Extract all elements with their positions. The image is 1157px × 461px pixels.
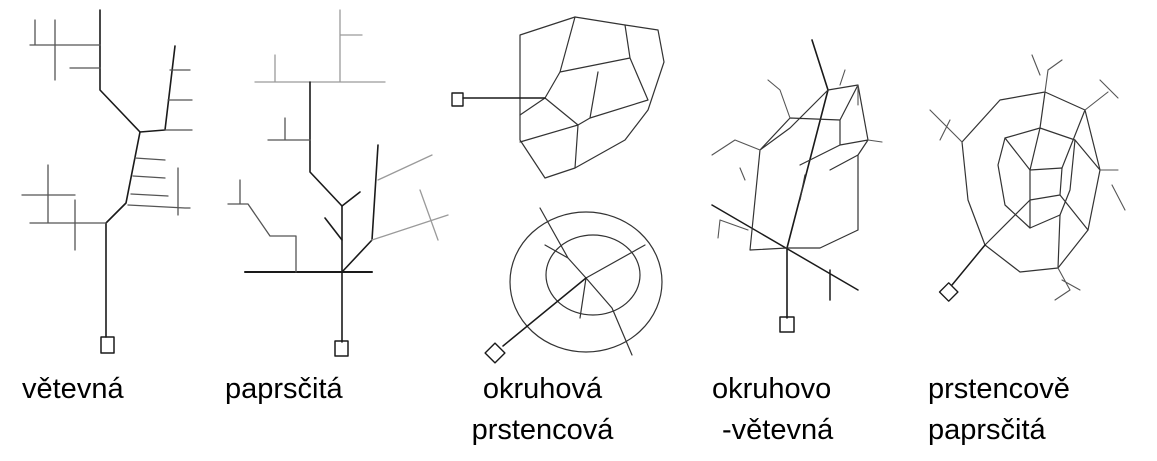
prstencove-spokes — [984, 91, 1101, 269]
diagram-okruhova — [451, 16, 665, 179]
diagram-okruhovo-vetevna — [711, 39, 883, 333]
label-paprscita: paprsčitá — [225, 373, 343, 405]
vetevna-right-branch-ticks — [164, 69, 193, 131]
prstencove-source-diamond — [938, 282, 959, 302]
okruhova-outer-loop — [519, 16, 665, 179]
label-okruhovo-line1: okruhovo — [712, 373, 832, 405]
paprscita-light-top — [254, 9, 386, 83]
vetevna-source-square — [100, 336, 115, 354]
vetevna-middle-branches — [127, 157, 191, 216]
okruhovo-source-square — [779, 316, 795, 333]
prstencova-outer-ring — [509, 211, 663, 353]
prstencove-feeder — [951, 244, 986, 286]
vetevna-upper-left-branch — [29, 19, 101, 81]
paprscita-left-top — [267, 117, 311, 141]
paprscita-trunk — [309, 81, 343, 343]
paprscita-right-branch — [371, 154, 449, 241]
okruhovo-trunk — [786, 39, 829, 319]
vetevna-main-trunk — [105, 45, 176, 338]
paprscita-diagonal — [324, 144, 379, 273]
diagram-paprscita — [227, 9, 449, 357]
label-okruhova-line1: okruhová — [482, 373, 603, 405]
prstencova-feeder — [502, 277, 587, 347]
vetevna-left-branch — [21, 164, 107, 251]
paprscita-left-branch — [227, 179, 297, 273]
label-vetevna: větevná — [22, 373, 124, 405]
label-okruhovo-line2: -větevná — [722, 414, 834, 446]
prstencove-outer-branches — [929, 54, 1126, 301]
label-okruhova-line2: prstencová — [471, 414, 614, 446]
prstencova-source-diamond — [484, 342, 506, 364]
prstencove-outer-ring — [961, 91, 1101, 273]
diagram-vetevna — [21, 9, 193, 354]
okruhova-source-square — [451, 92, 464, 107]
okruhovo-outer-branches — [711, 69, 883, 239]
okruhovo-main-diagonal — [711, 204, 859, 301]
label-prstencove-line2: paprsčitá — [928, 414, 1046, 446]
label-prstencove-line1: prstencově — [928, 373, 1070, 405]
paprscita-source-square — [334, 340, 349, 357]
okruhova-inner-lines — [519, 16, 649, 169]
okruhovo-loops — [749, 84, 869, 251]
vetevna-upper-branch — [99, 9, 141, 133]
prstencova-inner-ring — [545, 234, 641, 316]
diagram-prstencove-paprscita — [929, 54, 1126, 302]
diagram-prstencova — [484, 207, 663, 364]
prstencova-spokes — [539, 207, 646, 356]
